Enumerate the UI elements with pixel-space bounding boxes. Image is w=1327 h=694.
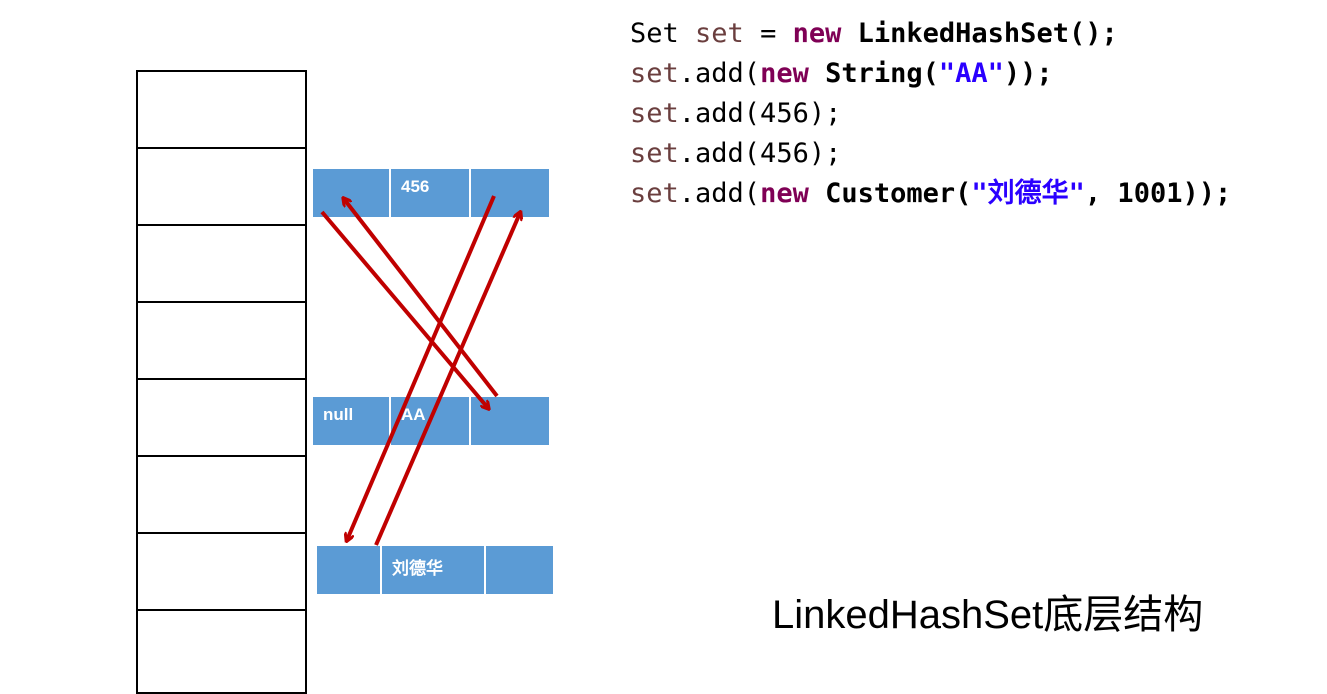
node-value-cell: 刘德华 [382, 546, 486, 594]
array-slot [138, 226, 305, 303]
code-line: set.add(456); [630, 98, 842, 129]
array-slot [138, 457, 305, 534]
array-slot [138, 380, 305, 457]
arrow-456-to-customer [347, 195, 496, 540]
node-customer: 刘德华 [317, 546, 553, 594]
array-slot [138, 149, 305, 226]
node-after-cell [471, 169, 549, 217]
code-line: set.add(new Customer("刘德华", 1001)); [630, 178, 1232, 209]
code-line: Set set = new LinkedHashSet(); [630, 18, 1118, 49]
node-before-cell: null [313, 397, 391, 445]
array-slot [138, 72, 305, 149]
arrow-456-to-aa [320, 210, 488, 408]
node-value-cell: 456 [391, 169, 471, 217]
array-slot [138, 534, 305, 611]
arrow-customer-to-456 [374, 213, 520, 546]
array-slot [138, 303, 305, 380]
code-line: set.add(new String("AA")); [630, 58, 1053, 89]
arrow-aa-to-456 [344, 199, 499, 398]
code-block: Set set = new LinkedHashSet(); set.add(ne… [630, 14, 1231, 214]
code-line: set.add(456); [630, 138, 842, 169]
diagram-caption: LinkedHashSet底层结构 [772, 593, 1204, 637]
hash-array-table [136, 70, 307, 694]
node-after-cell [486, 546, 553, 594]
node-before-cell [317, 546, 382, 594]
